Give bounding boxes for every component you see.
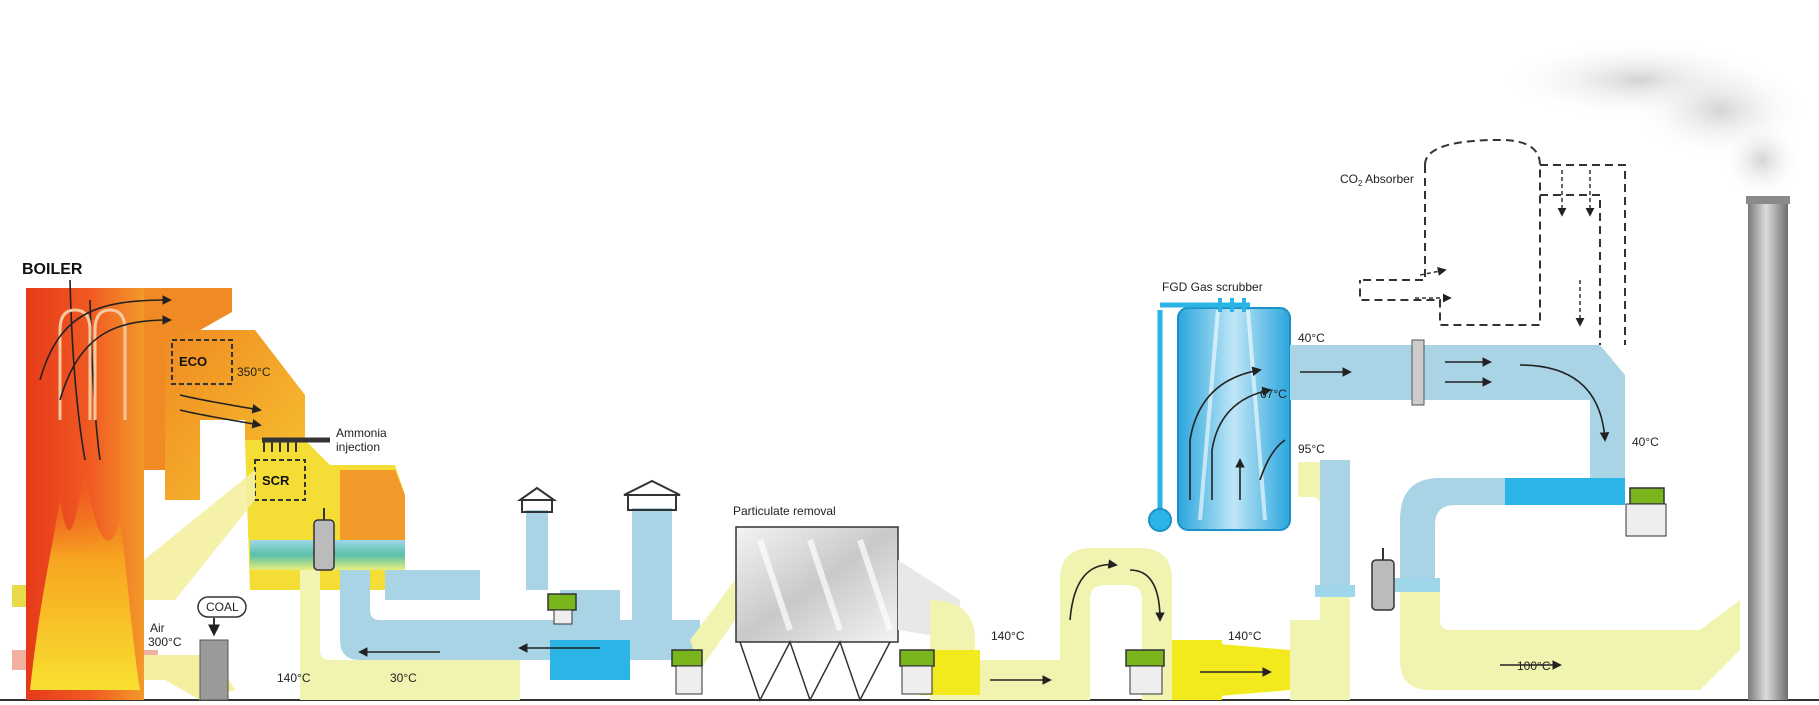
fan-icon: [1125, 649, 1165, 695]
duct-small-blue: [385, 570, 480, 600]
label-67: 67°C: [1260, 387, 1287, 401]
valve-icon: [1371, 548, 1395, 611]
duct-30: [340, 570, 560, 660]
fan-icon: [671, 649, 703, 695]
label-co2-absorber: CO2 Absorber: [1340, 172, 1414, 188]
spray-nozzles: [1148, 298, 1250, 532]
label-140-a: 140°C: [991, 629, 1025, 643]
label-ammonia: Ammonia: [336, 426, 387, 440]
label-350: 350°C: [237, 365, 271, 379]
label-100: 100°C: [1517, 659, 1551, 673]
fan-icon: [547, 593, 577, 625]
label-boiler: BOILER: [22, 261, 83, 278]
small-tower: [516, 486, 558, 590]
duct-blue-mid: [480, 590, 700, 660]
label-air-temp: 300°C: [148, 635, 182, 649]
duct-40-top: [1290, 339, 1625, 480]
fgd-scrubber: [1148, 298, 1291, 532]
smoke-plume-icon: [1500, 40, 1810, 200]
label-95: 95°C: [1298, 442, 1325, 456]
ammonia-injector: [262, 437, 330, 452]
label-injection: injection: [336, 440, 380, 454]
particulate-filter: [690, 526, 960, 702]
fan-icon: [1625, 487, 1667, 537]
label-coal: COAL: [206, 600, 239, 614]
label-fgd: FGD Gas scrubber: [1162, 280, 1263, 294]
label-140-left: 140°C: [277, 671, 311, 685]
label-40-top: 40°C: [1298, 331, 1325, 345]
label-air: Air: [150, 621, 165, 635]
label-40-right: 40°C: [1632, 435, 1659, 449]
label-eco: ECO: [179, 354, 207, 369]
stack: [1748, 200, 1788, 700]
label-particulate: Particulate removal: [733, 504, 836, 518]
economiser: [165, 330, 305, 500]
coal-hopper: [197, 596, 247, 701]
duct-right-return: [1395, 478, 1740, 690]
label-30: 30°C: [390, 671, 417, 685]
boiler: [12, 279, 232, 700]
duct-140-left: [300, 570, 520, 700]
fan-icon: [899, 649, 935, 695]
label-140-b: 140°C: [1228, 629, 1262, 643]
co2-absorber: [1359, 138, 1626, 345]
label-scr: SCR: [262, 473, 290, 488]
valve-icon: [313, 508, 335, 571]
